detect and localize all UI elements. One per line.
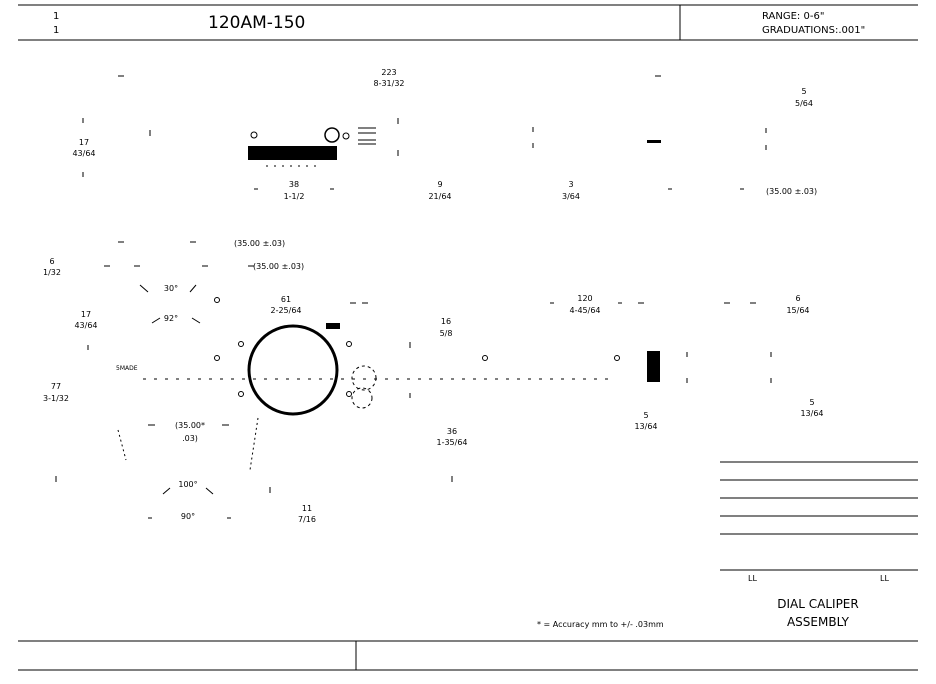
dim-d6-mm: 3 bbox=[568, 180, 573, 189]
dim-d17-in: 15/64 bbox=[786, 306, 809, 315]
dim-d22-in: 13/64 bbox=[634, 422, 657, 431]
dim-overall-length-mm: 223 bbox=[381, 68, 396, 77]
graduations-label: GRADUATIONS:.001" bbox=[762, 25, 865, 36]
dim-d23-mm: 5 bbox=[809, 398, 814, 407]
dim-d26-in: 7/16 bbox=[298, 515, 316, 524]
dim-d13-mm: 17 bbox=[81, 310, 91, 319]
dial-face bbox=[247, 324, 339, 416]
dim-angle-92: 92° bbox=[164, 314, 178, 323]
dim-d21-in: 1-35/64 bbox=[436, 438, 467, 447]
dim-d4-in: 1-1/2 bbox=[284, 192, 305, 201]
dim-d16-in: 4-45/64 bbox=[569, 306, 600, 315]
dimension-labels: 223 8-31/32 5 5/64 17 43/64 38 1-1/2 9 2… bbox=[43, 68, 824, 524]
dim-d10-mm: 6 bbox=[49, 257, 54, 266]
dim-overall-length-in: 8-31/32 bbox=[373, 79, 404, 88]
dim-d14-in: 2-25/64 bbox=[270, 306, 301, 315]
corner-number-top: 1 bbox=[53, 11, 59, 22]
dim-angle-30: 30° bbox=[164, 284, 178, 293]
depth-rod-end bbox=[647, 351, 660, 382]
assembly-name-line2: ASSEMBLY bbox=[787, 615, 850, 629]
dim-d3-in: 43/64 bbox=[72, 149, 95, 158]
accuracy-note: * = Accuracy mm to +/- .03mm bbox=[537, 620, 664, 629]
dim-d16-mm: 120 bbox=[577, 294, 592, 303]
assembly-name-line1: DIAL CALIPER bbox=[777, 597, 858, 611]
dim-d21-mm: 36 bbox=[447, 427, 457, 436]
dim-d5-mm: 9 bbox=[437, 180, 442, 189]
dim-d18-mm: 77 bbox=[51, 382, 61, 391]
dim-d14-mm: 61 bbox=[281, 295, 291, 304]
dim-d17-mm: 6 bbox=[795, 294, 800, 303]
dim-d6-in: 3/64 bbox=[562, 192, 580, 201]
slider-markings: 5MADE bbox=[116, 365, 138, 372]
dim-d2-mm: 5 bbox=[801, 87, 806, 96]
dim-d2-in: 5/64 bbox=[795, 99, 813, 108]
revision-label-right: LL bbox=[880, 574, 889, 583]
dim-d10-in: 1/32 bbox=[43, 268, 61, 277]
corner-number-bottom: 1 bbox=[53, 25, 59, 36]
bottom-title-block bbox=[18, 640, 918, 671]
dim-d15-mm: 16 bbox=[441, 317, 451, 326]
caliper-top-view bbox=[82, 75, 767, 190]
revision-table bbox=[720, 461, 918, 571]
dim-d7-tolerance: (35.00 ±.03) bbox=[766, 187, 817, 196]
range-label: RANGE: 0-6" bbox=[762, 11, 824, 22]
dim-d23-in: 13/64 bbox=[800, 409, 823, 418]
dim-d13-in: 43/64 bbox=[74, 321, 97, 330]
dim-d26-mm: 11 bbox=[302, 504, 312, 513]
dim-angle-90: 90° bbox=[181, 512, 195, 521]
dim-d5-in: 21/64 bbox=[428, 192, 451, 201]
dim-angle-100: 100° bbox=[178, 480, 197, 489]
part-number: 120AM-150 bbox=[208, 13, 305, 33]
revision-label-left: LL bbox=[748, 574, 757, 583]
dim-d3-mm: 17 bbox=[79, 138, 89, 147]
caliper-front-view bbox=[55, 241, 772, 519]
dim-d20-tolerance: .03) bbox=[182, 434, 198, 443]
dim-d15-in: 5/8 bbox=[440, 329, 453, 338]
dim-d9-tolerance: (35.00 ±.03) bbox=[253, 262, 304, 271]
dim-d8-tolerance: (35.00 ±.03) bbox=[234, 239, 285, 248]
dim-d19-tolerance: (35.00* bbox=[175, 421, 205, 430]
dim-d22-mm: 5 bbox=[643, 411, 648, 420]
dim-d18-in: 3-1/32 bbox=[43, 394, 69, 403]
top-title-block bbox=[18, 4, 918, 41]
dim-d4-mm: 38 bbox=[289, 180, 299, 189]
dial-clamp bbox=[326, 323, 340, 329]
